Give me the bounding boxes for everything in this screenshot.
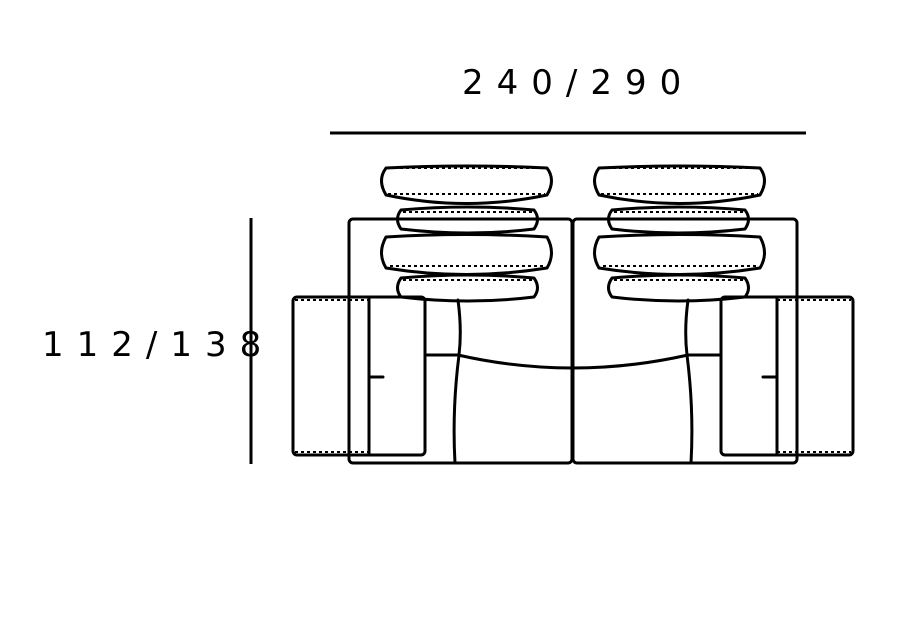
right-armrest — [719, 295, 855, 457]
right-seat-cushion — [571, 298, 723, 465]
left-seat-cushion — [423, 298, 574, 465]
left-armrest — [291, 295, 427, 457]
right-seat-frame — [571, 217, 799, 465]
width-dimension-label: 240/290 — [462, 63, 695, 103]
right-recliner-back — [593, 164, 766, 303]
left-recliner-back — [380, 164, 553, 303]
depth-dimension-label: 112/138 — [42, 325, 275, 365]
